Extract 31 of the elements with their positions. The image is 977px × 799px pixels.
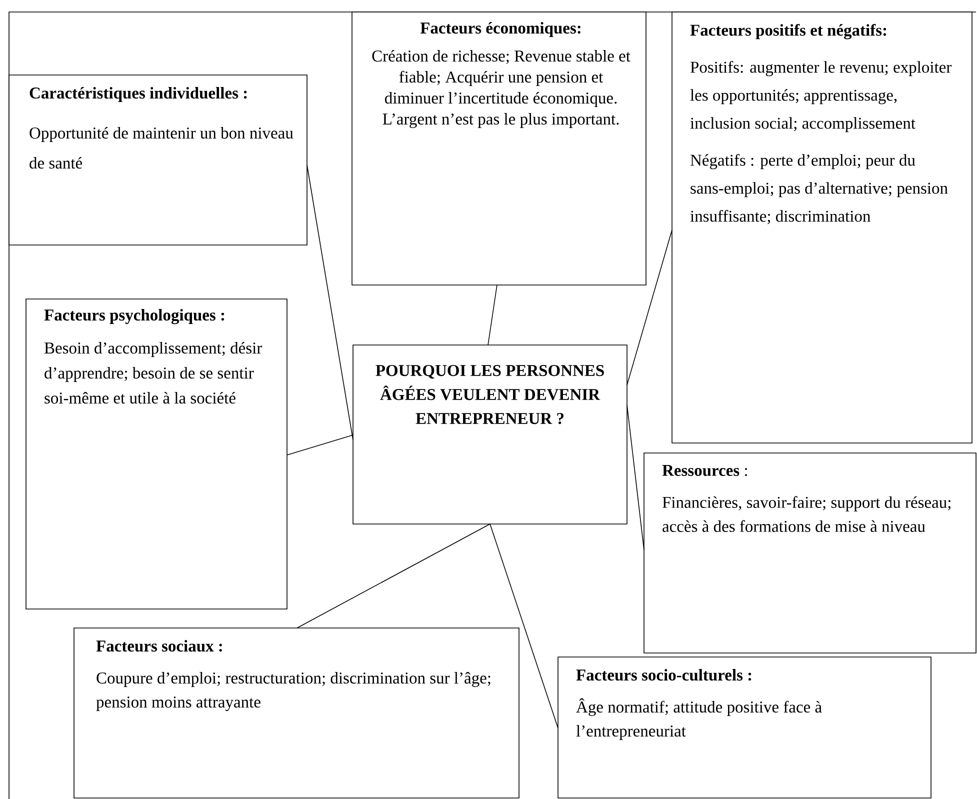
- box-text: Négatifs : perte d’emploi; peur du sans-emploi; pas d’alternative; pension insuffisante; discrimination: [690, 154, 948, 224]
- factor-box: [352, 12, 646, 286]
- connector-line: [626, 404, 644, 550]
- connector-line: [286, 434, 354, 456]
- connector-line: [306, 164, 354, 440]
- connector-line: [488, 284, 498, 346]
- question-box: [352, 344, 628, 524]
- factor-box: [672, 12, 972, 444]
- box-heading: Ressources :: [662, 465, 747, 476]
- box-heading: Facteurs sociaux :: [96, 640, 222, 652]
- factor-box: [558, 656, 932, 798]
- factor-box: [8, 74, 308, 246]
- box-heading: Facteurs socio-culturels :: [576, 669, 752, 681]
- box-text: Besoin d’accomplissement; désir d’apprendre; besoin de se sentir soi-même et utile à la société: [44, 342, 262, 404]
- question-text: POURQUOI LES PERSONNES ÂGÉES VEULENT DEVENIR ENTREPRENEUR ?: [376, 365, 604, 424]
- box-text: Opportunité de maintenir un bon niveau de santé: [30, 127, 294, 169]
- connector-line: [296, 524, 490, 628]
- factor-box: [644, 452, 976, 654]
- connector-line: [626, 230, 672, 386]
- box-text: Âge normatif; attitude positive face à l’entrepreneuriat: [576, 698, 822, 740]
- connector-line: [490, 524, 558, 728]
- box-text: Positifs: augmenter le revenu; exploiter les opportunités; apprentissage, inclusion social; accomplissement: [690, 61, 952, 132]
- box-heading: Facteurs économiques:: [420, 22, 580, 37]
- factor-box: [26, 298, 288, 610]
- box-text: Création de richesse; Revenue stable et fiable; Acquérir une pension et diminuer l’incertitude économique. L’argent n’est pas le plus important.: [372, 50, 630, 128]
- box-text: Coupure d’emploi; restructuration; discrimination sur l’âge; pension moins attrayante: [96, 672, 490, 711]
- box-heading: Facteurs psychologiques :: [44, 309, 224, 324]
- box-heading: Facteurs positifs et négatifs:: [690, 24, 886, 40]
- factor-box: [74, 628, 520, 798]
- box-text: Financières, savoir-faire; support du réseau; accès à des formations de mise à niveau: [662, 496, 950, 532]
- box-heading: Caractéristiques individuelles :: [30, 87, 247, 102]
